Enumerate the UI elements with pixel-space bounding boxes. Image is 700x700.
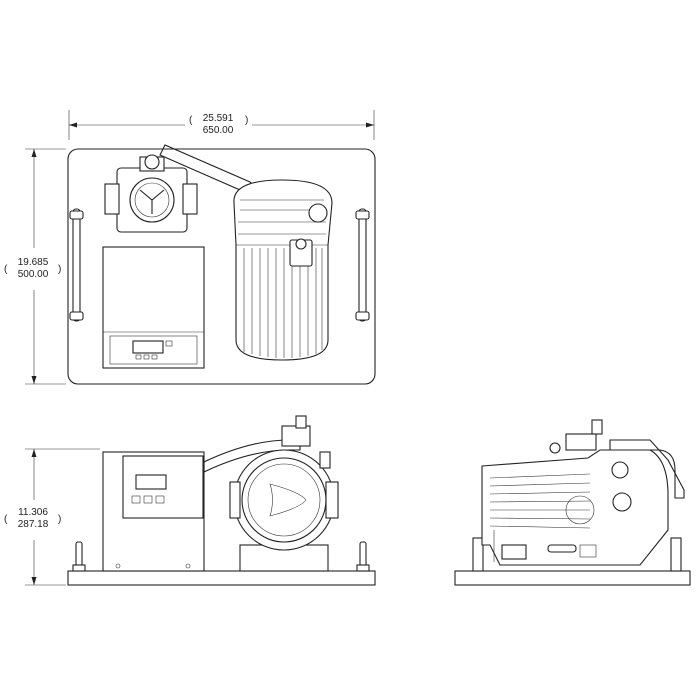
svg-text:(: ( xyxy=(4,264,8,275)
svg-text:(: ( xyxy=(189,115,193,126)
width-dimension: ( ) 25.591 650.00 xyxy=(68,110,375,140)
svg-text:): ) xyxy=(58,264,61,275)
left-handle-top xyxy=(69,208,84,322)
svg-text:): ) xyxy=(58,514,61,525)
side-view xyxy=(454,419,691,586)
base-plate-side xyxy=(454,570,691,586)
svg-text:(: ( xyxy=(4,514,8,525)
hose-front xyxy=(203,439,301,473)
base-plate-front xyxy=(67,570,376,586)
svg-text:): ) xyxy=(245,115,248,126)
depth-dimension: ( ) 19.685 500.00 xyxy=(4,148,66,385)
pump-front xyxy=(229,415,339,572)
pump-body-side xyxy=(481,419,685,566)
width-inches: 25.591 xyxy=(203,113,234,124)
base-plate-top xyxy=(67,148,376,385)
depth-mm: 500.00 xyxy=(18,269,49,280)
valve-block-top xyxy=(104,154,198,233)
height-inches: 11.306 xyxy=(18,507,48,518)
width-mm: 650.00 xyxy=(203,125,234,136)
right-handle-top xyxy=(355,208,370,322)
controller-front xyxy=(102,451,205,572)
depth-inches: 19.685 xyxy=(18,257,49,268)
height-mm: 287.18 xyxy=(18,519,49,530)
top-view: ( ) 25.591 650.00 ( ) 19.685 500.00 xyxy=(4,110,376,385)
pump-motor-top xyxy=(233,179,333,361)
height-dimension: ( ) 11.306 287.18 xyxy=(4,448,100,586)
front-view: ( ) 11.306 287.18 xyxy=(4,415,376,586)
controller-box-top xyxy=(102,246,205,369)
